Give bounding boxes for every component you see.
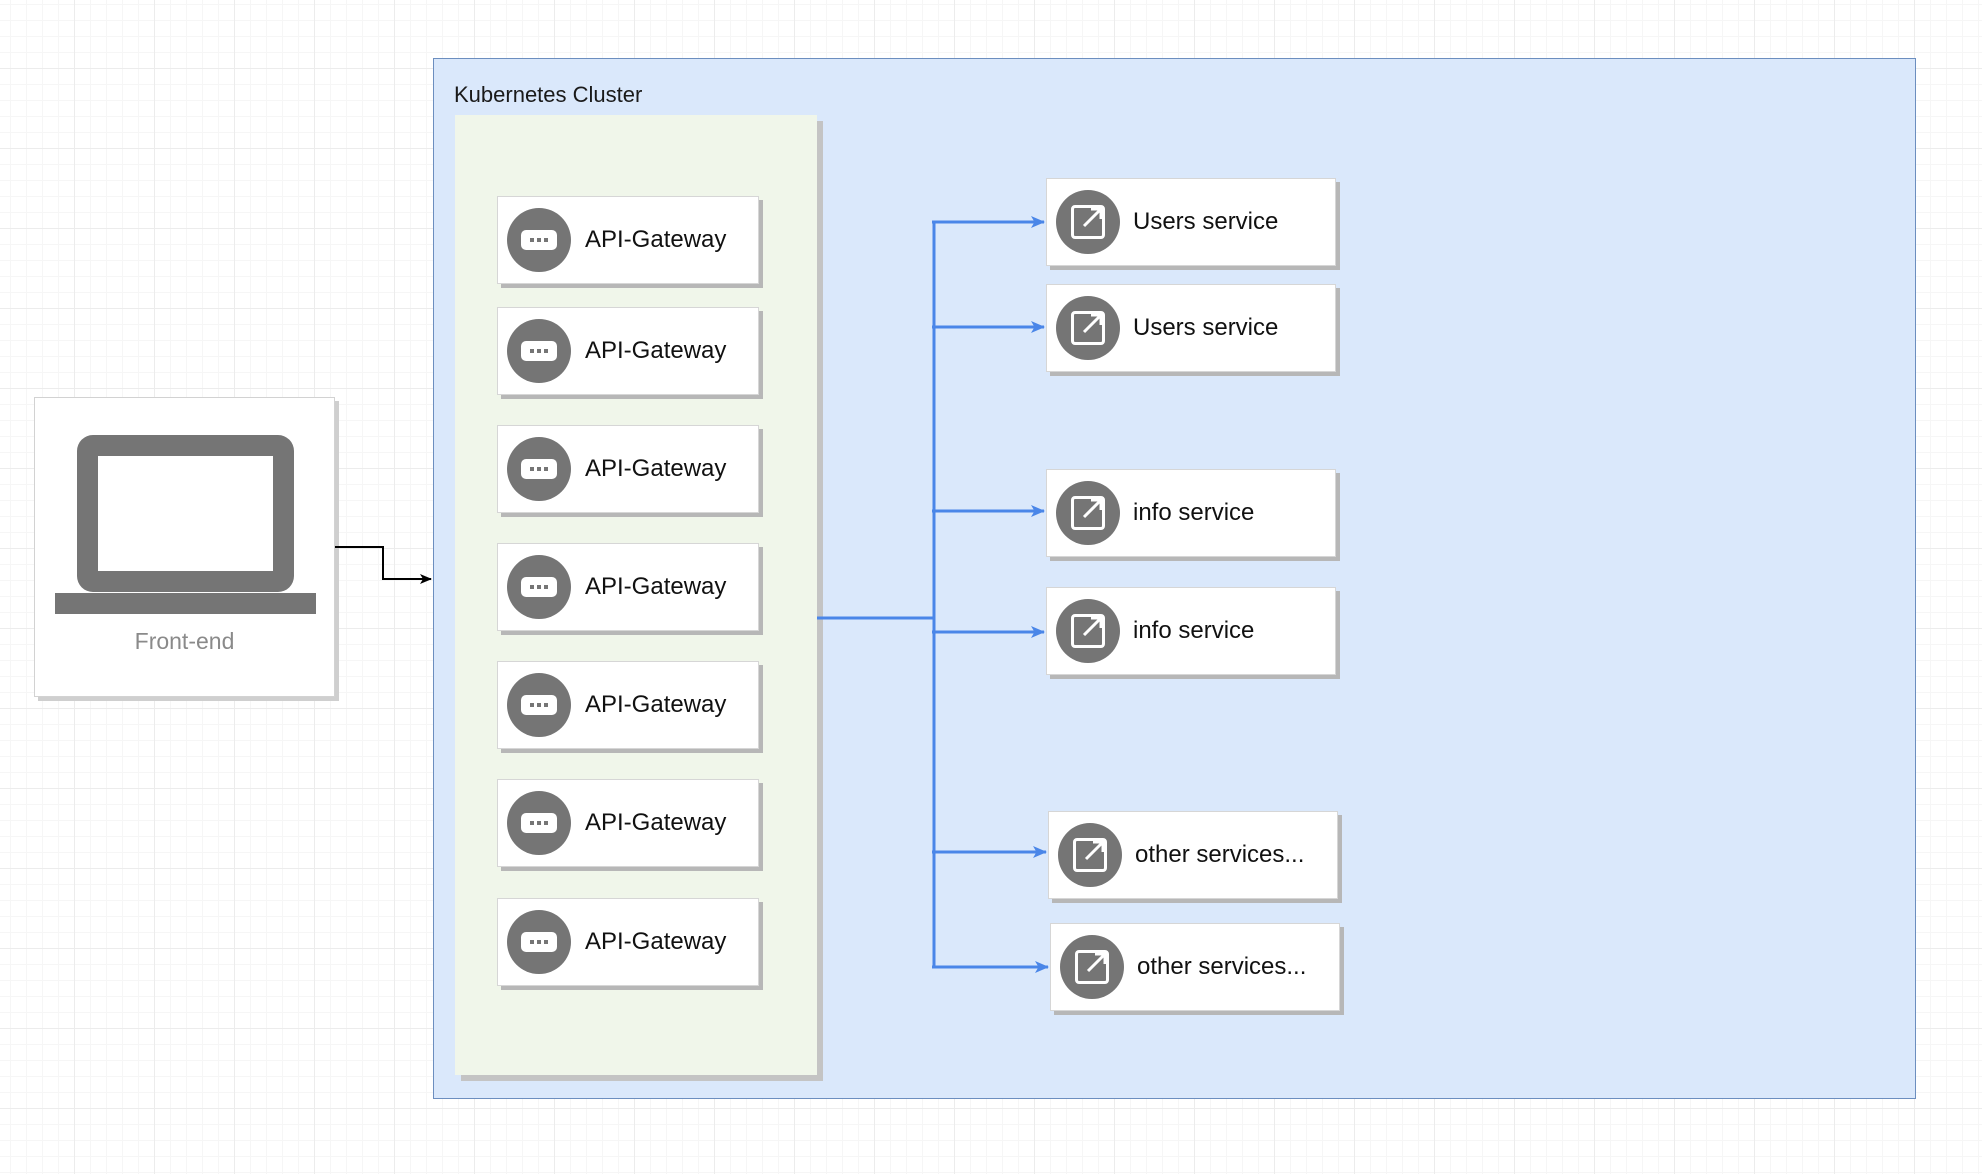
frontend-label: Front-end (134, 628, 235, 654)
api-gateway-node[interactable]: API-Gateway (497, 543, 759, 631)
api-gateway-node[interactable]: API-Gateway (497, 307, 759, 395)
service-label: info service (1133, 499, 1255, 526)
api-gateway-node[interactable]: API-Gateway (497, 898, 759, 986)
more-horiz-icon (507, 910, 571, 974)
frontend-to-cluster-connector[interactable] (335, 546, 432, 584)
service-node[interactable]: info service (1046, 469, 1336, 557)
external-link-icon (1056, 481, 1120, 545)
api-gateway-label: API-Gateway (585, 928, 727, 955)
frontend-node[interactable]: Front-end (34, 397, 335, 697)
api-gateway-label: API-Gateway (585, 573, 727, 600)
service-node[interactable]: Users service (1046, 284, 1336, 372)
more-horiz-icon (507, 555, 571, 619)
service-node[interactable]: info service (1046, 587, 1336, 675)
api-gateway-node[interactable]: API-Gateway (497, 196, 759, 284)
external-link-icon (1056, 599, 1120, 663)
more-horiz-icon (507, 319, 571, 383)
api-gateway-label: API-Gateway (585, 455, 727, 482)
external-link-icon (1058, 823, 1122, 887)
service-node[interactable]: other services... (1048, 811, 1338, 899)
more-horiz-icon (507, 673, 571, 737)
api-gateway-label: API-Gateway (585, 691, 727, 718)
api-gateway-label: API-Gateway (585, 226, 727, 253)
more-horiz-icon (507, 791, 571, 855)
service-label: info service (1133, 617, 1255, 644)
external-link-icon (1056, 190, 1120, 254)
more-horiz-icon (507, 208, 571, 272)
service-node[interactable]: Users service (1046, 178, 1336, 266)
api-gateway-label: API-Gateway (585, 809, 727, 836)
external-link-icon (1056, 296, 1120, 360)
service-label: Users service (1133, 314, 1279, 341)
service-label: other services... (1137, 953, 1307, 980)
laptop-base (55, 593, 316, 614)
service-label: other services... (1135, 841, 1305, 868)
laptop-icon (77, 435, 294, 592)
external-link-icon (1060, 935, 1124, 999)
more-horiz-icon (507, 437, 571, 501)
api-gateway-label: API-Gateway (585, 337, 727, 364)
api-gateway-node[interactable]: API-Gateway (497, 779, 759, 867)
api-gateway-node[interactable]: API-Gateway (497, 425, 759, 513)
service-label: Users service (1133, 208, 1279, 235)
cluster-title: Kubernetes Cluster (454, 82, 643, 107)
service-node[interactable]: other services... (1050, 923, 1340, 1011)
api-gateway-node[interactable]: API-Gateway (497, 661, 759, 749)
